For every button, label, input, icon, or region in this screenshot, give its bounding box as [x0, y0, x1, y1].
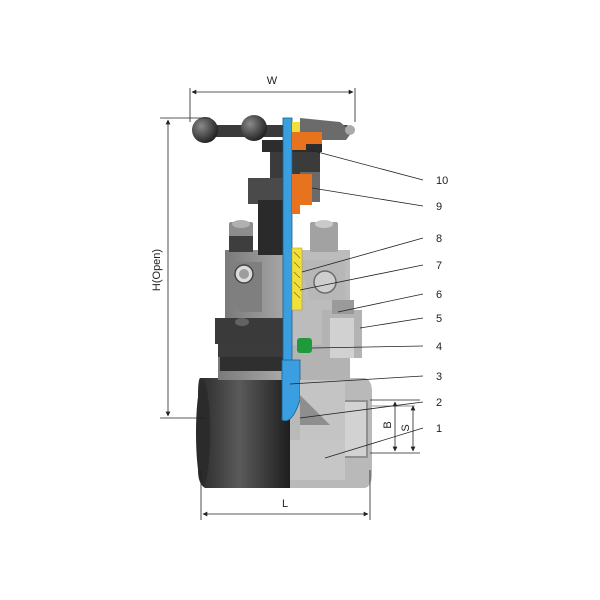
- callout-6: 6: [436, 289, 442, 301]
- w-label: W: [267, 75, 278, 87]
- internal-section: [281, 117, 345, 440]
- l-label: L: [282, 498, 288, 510]
- callout-labels: 10 9 8 7 6 5 4 3 2 1: [436, 175, 448, 435]
- s-label: S: [400, 424, 412, 431]
- callout-5: 5: [436, 313, 442, 325]
- h-open-label: H(Open): [151, 249, 163, 291]
- callout-10: 10: [436, 175, 448, 187]
- callout-3: 3: [436, 371, 442, 383]
- callout-2: 2: [436, 397, 442, 409]
- dimension-l: L: [200, 470, 371, 520]
- callout-4: 4: [436, 341, 442, 353]
- callout-leaders: [289, 149, 424, 459]
- callout-9: 9: [436, 201, 442, 213]
- callout-7: 7: [436, 260, 442, 272]
- dimension-h: H(Open): [151, 117, 210, 419]
- callout-8: 8: [436, 233, 442, 245]
- handwheel: [192, 115, 355, 152]
- callout-1: 1: [436, 423, 442, 435]
- b-label: B: [382, 421, 394, 428]
- dimension-w: W: [189, 75, 356, 122]
